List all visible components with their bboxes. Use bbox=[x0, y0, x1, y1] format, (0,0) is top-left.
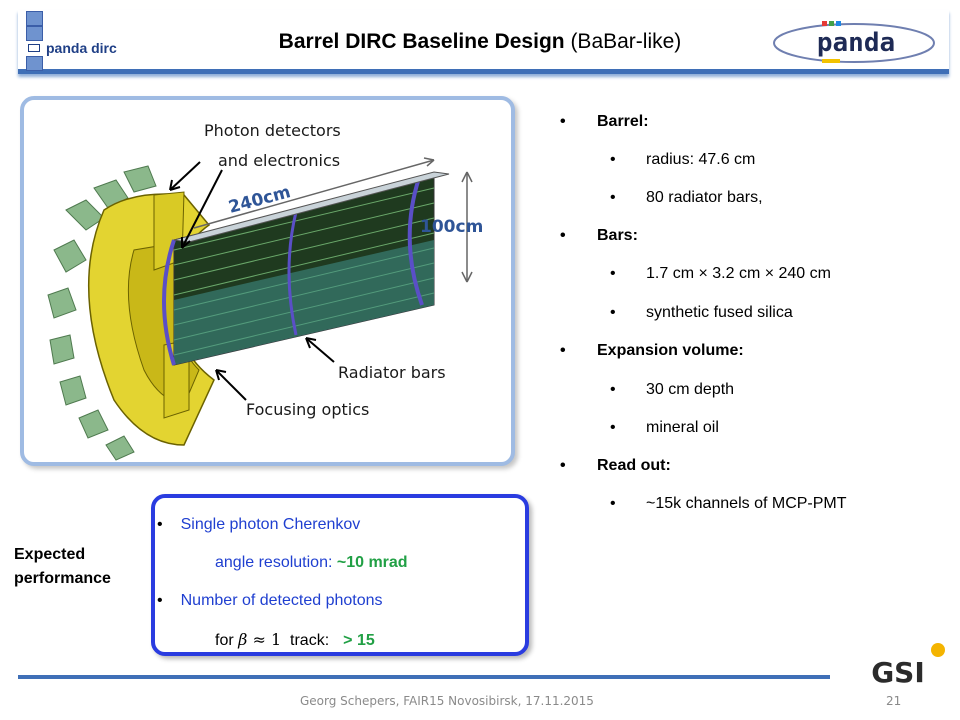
label-focusing-optics: Focusing optics bbox=[246, 400, 370, 419]
bullet-expansion-volume: •Expansion volume: bbox=[560, 342, 744, 359]
barrel-dirc-drawing bbox=[47, 157, 473, 461]
bullet-read-out: •Read out: bbox=[560, 457, 671, 474]
label-photon-detectors: Photon detectors bbox=[204, 121, 341, 140]
gsi-logo: GSI bbox=[848, 643, 948, 689]
header-band bbox=[18, 10, 949, 74]
bullet-bar-dimensions: •1.7 cm × 3.2 cm × 240 cm bbox=[610, 265, 831, 282]
label-height-100cm: 100cm bbox=[420, 217, 484, 237]
section-tag: panda dirc bbox=[28, 40, 117, 56]
label-and-electronics: and electronics bbox=[218, 151, 341, 170]
bullet-radiator-bars: •80 radiator bars, bbox=[610, 189, 763, 206]
footer-rule bbox=[18, 675, 830, 679]
header-square-1 bbox=[26, 11, 43, 26]
label-radiator-bars: Radiator bars bbox=[338, 363, 446, 382]
header-square-2 bbox=[26, 26, 43, 41]
bullet-mcp-pmt: •~15k channels of MCP-PMT bbox=[610, 495, 847, 512]
footer-credit: Georg Schepers, FAIR15 Novosibirsk, 17.1… bbox=[300, 694, 594, 708]
bullet-barrel: •Barrel: bbox=[560, 113, 649, 130]
bullet-fused-silica: • synthetic fused silica bbox=[610, 304, 793, 321]
perf-item-2-line-1: •Number of detected photons bbox=[157, 592, 383, 609]
slide-title: Barrel DIRC Baseline Design (BaBar-like) bbox=[278, 30, 682, 53]
perf-item-2-line-2: for β ≈ 1 track:> 15 bbox=[215, 630, 375, 649]
bullet-bars: •Bars: bbox=[560, 227, 638, 244]
bullet-mineral-oil: •mineral oil bbox=[610, 419, 719, 436]
panda-logo: panda bbox=[773, 21, 935, 63]
perf-item-1-line-2: angle resolution: ~10 mrad bbox=[215, 554, 408, 571]
bullet-depth: •30 cm depth bbox=[610, 381, 735, 398]
header-square-3 bbox=[26, 56, 43, 71]
detector-figure-panel: Photon detectors and electronics 240cm 1… bbox=[20, 96, 515, 466]
performance-box: •Single photon Cherenkov angle resolutio… bbox=[151, 494, 529, 656]
svg-text:panda: panda bbox=[817, 28, 895, 58]
bullet-radius: •radius: 47.6 cm bbox=[610, 151, 756, 168]
expected-performance-label: Expected performance bbox=[14, 546, 111, 587]
page-number: 21 bbox=[886, 694, 902, 708]
svg-text:GSI: GSI bbox=[871, 656, 925, 689]
perf-item-1-line-1: •Single photon Cherenkov bbox=[157, 516, 361, 533]
